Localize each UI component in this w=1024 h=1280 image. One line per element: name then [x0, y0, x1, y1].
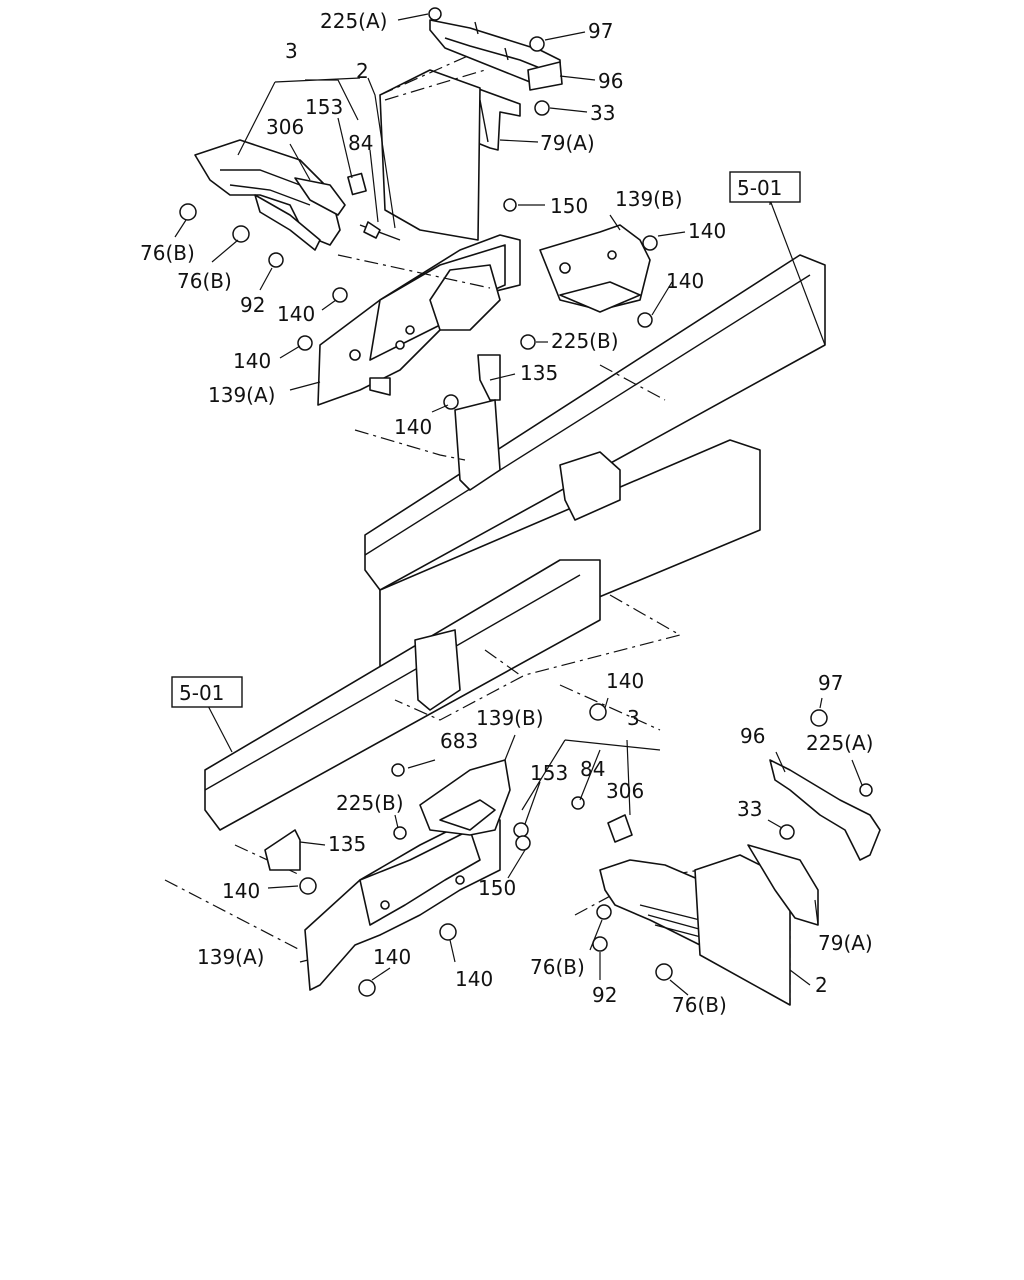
callout-33-bottom: 33: [737, 797, 762, 821]
frame-rail-bottom: [204, 559, 601, 831]
callout-2-bottom: 2: [815, 973, 828, 997]
ref-label-bottom: 5-01: [179, 681, 224, 705]
upper-bracket-top: [429, 19, 563, 91]
callout-140-c: 140: [277, 302, 315, 326]
callout-79a: 79(A): [540, 131, 595, 155]
callout-3: 3: [285, 39, 298, 63]
callout-135-bottom: 135: [328, 832, 366, 856]
callout-139a-bottom: 139(A): [197, 945, 264, 969]
stay-assembly-top: [194, 139, 401, 251]
main-bracket-bottom: [304, 814, 501, 991]
callout-2: 2: [356, 59, 369, 83]
callout-96-bottom: 96: [740, 724, 765, 748]
callout-140-bottom-left: 140: [222, 879, 260, 903]
callout-76b-bottom-b: 76(B): [672, 993, 727, 1017]
callout-135: 135: [520, 361, 558, 385]
callout-225b: 225(B): [551, 329, 619, 353]
callout-76b-b: 76(B): [177, 269, 232, 293]
secondary-bracket-top: [539, 224, 651, 313]
leader-lines: [174, 13, 863, 996]
callout-92-bottom: 92: [592, 983, 617, 1007]
ref-box-top: 5-01: [729, 171, 801, 203]
main-bracket-top: [317, 234, 521, 406]
callout-92: 92: [240, 293, 265, 317]
bolts: [179, 7, 873, 997]
callout-306-bottom: 306: [606, 779, 644, 803]
callout-96: 96: [598, 69, 623, 93]
callout-150-bottom: 150: [478, 876, 516, 900]
callout-139b: 139(B): [615, 187, 683, 211]
callout-150: 150: [550, 194, 588, 218]
callout-683: 683: [440, 729, 478, 753]
callout-97-bottom: 97: [818, 671, 843, 695]
callout-140-a: 140: [688, 219, 726, 243]
ref-box-bottom: 5-01: [171, 676, 243, 708]
secondary-bracket-bottom: [419, 759, 511, 836]
callout-225a-bottom: 225(A): [806, 731, 873, 755]
mud-flap-top: [379, 54, 481, 241]
callout-153: 153: [305, 95, 343, 119]
callout-140-bottom-top: 140: [606, 669, 644, 693]
callout-140-b: 140: [666, 269, 704, 293]
callout-153-bottom: 153: [530, 761, 568, 785]
callout-306: 306: [266, 115, 304, 139]
bracket-135-bottom: [264, 829, 301, 871]
callout-139b-bottom: 139(B): [476, 706, 544, 730]
callout-76b-bottom-a: 76(B): [530, 955, 585, 979]
callout-140-bottom-b: 140: [455, 967, 493, 991]
callout-140-d: 140: [233, 349, 271, 373]
callout-225a: 225(A): [320, 9, 387, 33]
callout-33: 33: [590, 101, 615, 125]
callout-140-e: 140: [394, 415, 432, 439]
callout-97: 97: [588, 19, 613, 43]
mud-flap-bottom: [694, 854, 791, 1006]
ref-label-top: 5-01: [737, 176, 782, 200]
callout-3-bottom: 3: [627, 706, 640, 730]
callout-139a: 139(A): [208, 383, 275, 407]
callout-76b-a: 76(B): [140, 241, 195, 265]
callout-labels: 225(A) 97 96 33 79(A) 3 2 153 306 84 76(…: [140, 9, 873, 1017]
callout-84-bottom: 84: [580, 757, 605, 781]
callout-225b-bottom: 225(B): [336, 791, 404, 815]
callout-79a-bottom: 79(A): [818, 931, 873, 955]
callout-140-bottom-a: 140: [373, 945, 411, 969]
callout-84: 84: [348, 131, 373, 155]
